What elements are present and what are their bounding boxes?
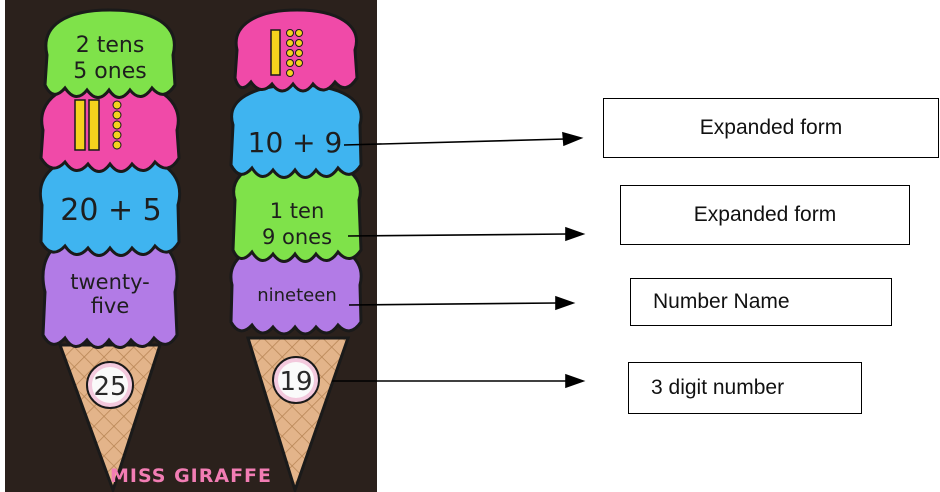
arrowhead-icon [565,226,586,242]
base-ten-blocks-icon [74,99,122,151]
label-box: 3 digit number [628,362,862,414]
label-box: Expanded form [603,98,939,158]
scoop-text-line: 9 ones [262,225,332,249]
label-box: Expanded form [620,185,910,245]
label-text: Expanded form [699,116,843,139]
label-box: Number Name [630,278,892,326]
scoop-text-line: twenty- [70,270,150,294]
arrow-line [347,233,568,237]
brand-watermark: MISS GIRAFFE [110,465,272,487]
scoop-text-line: 1 ten [270,199,325,223]
scoop-text-line: five [91,294,130,318]
label-text: 3 digit number [651,376,785,399]
left-waffle-cone [57,343,163,492]
right-number: 19 [279,367,312,397]
ice-cream-place-value-photo: 25 twenty- five 20 + 5 2 tens 5 o [5,0,377,492]
scoop-text-line: 10 + 9 [248,126,343,159]
arrowhead-icon [565,373,586,389]
left-cone: 25 twenty- five 20 + 5 2 tens 5 o [38,8,182,492]
left-number: 25 [93,372,126,402]
label-text: Expanded form [693,203,837,226]
label-text: Number Name [653,290,790,313]
scoop-text-line: 5 ones [73,59,146,84]
arrow-line [343,138,566,146]
arrow-line [348,302,558,306]
arrowhead-icon [555,295,576,311]
scoop-text-line: 20 + 5 [60,193,161,228]
right-cone: 19 nineteen 1 ten 9 ones 10 + 9 [229,8,363,492]
base-ten-blocks-icon [270,29,303,77]
arrowhead-icon [562,131,584,147]
scoop-text-line: nineteen [257,285,337,306]
photo-illustration: 25 twenty- five 20 + 5 2 tens 5 o [38,8,363,492]
scoop-green-left [43,8,177,99]
scoop-text-line: 2 tens [76,33,145,58]
